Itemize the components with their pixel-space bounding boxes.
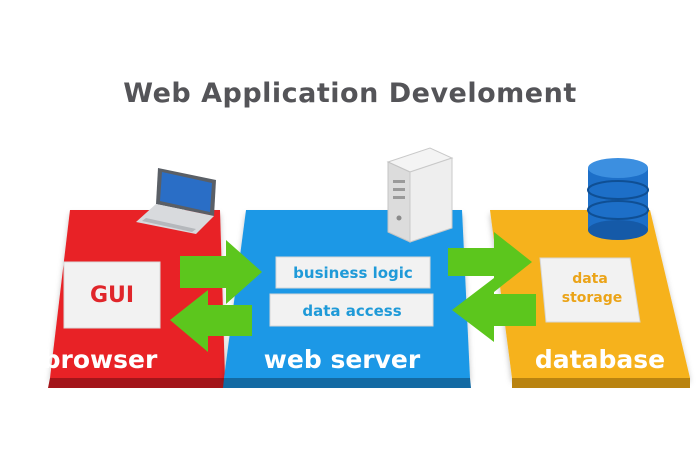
- data-storage-label-line2: storage: [562, 290, 623, 306]
- database-label: database: [535, 345, 665, 374]
- data-access-label: data access: [302, 302, 401, 320]
- business-logic-label: business logic: [293, 264, 413, 282]
- database-cylinder-icon: [587, 158, 649, 240]
- database-tier: data storage database: [490, 158, 690, 388]
- data-storage-label-line1: data: [572, 271, 608, 287]
- browser-tier: GUI browser: [43, 168, 225, 388]
- business-logic-box: business logic: [275, 256, 431, 289]
- page-title: Web Application Develoment: [123, 78, 577, 109]
- browser-panel-edge: [48, 378, 225, 388]
- arrow-server-to-database: [448, 232, 532, 292]
- data-access-box: data access: [269, 293, 434, 327]
- browser-label: browser: [43, 345, 158, 374]
- arrow-server-to-browser: [170, 290, 252, 352]
- server-tier: business logic data access web server: [223, 147, 471, 388]
- web-server-label: web server: [264, 345, 421, 374]
- database-panel-edge: [512, 378, 690, 388]
- data-storage-box: data storage: [539, 257, 641, 323]
- server-tower-icon: [386, 147, 454, 243]
- arrow-database-to-server: [452, 278, 536, 342]
- laptop-icon: [136, 168, 216, 234]
- gui-label: GUI: [90, 283, 134, 308]
- server-panel-edge: [223, 378, 471, 388]
- arrow-browser-to-server: [180, 240, 262, 304]
- gui-box: GUI: [63, 261, 161, 329]
